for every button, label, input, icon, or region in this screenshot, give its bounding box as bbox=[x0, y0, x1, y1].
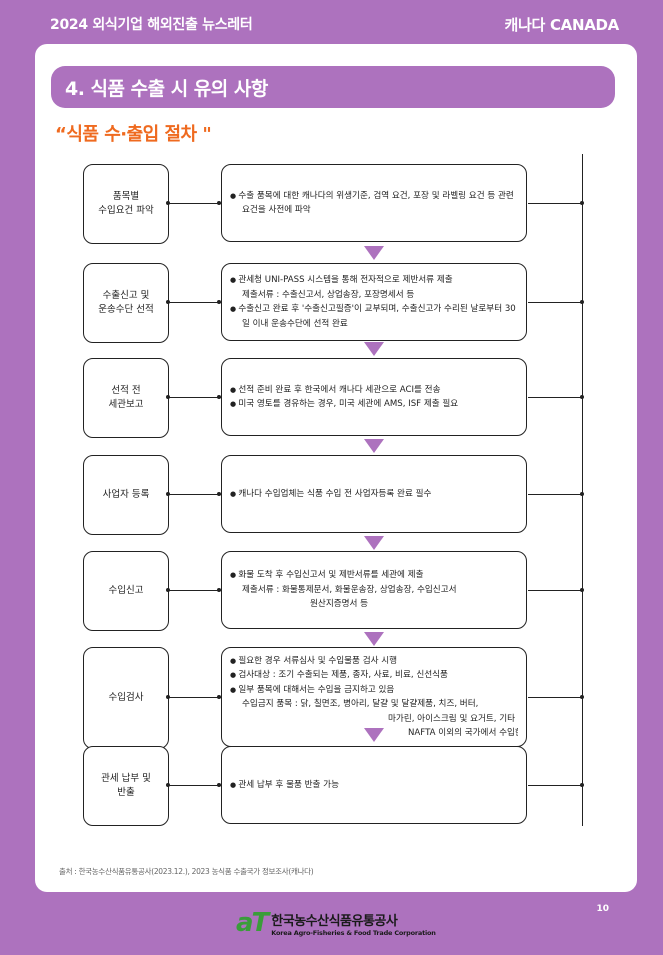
step-3-label: 선적 전 세관보고 bbox=[108, 385, 144, 410]
step-1-label-box: 품목별 수입요건 파악 bbox=[83, 164, 169, 244]
step-5-label-box: 수입신고 bbox=[83, 551, 169, 631]
step-2-line-1: 관세청 UNI-PASS 시스템을 통해 전자적으로 제반서류 제출 bbox=[230, 273, 518, 288]
step-7-connector bbox=[168, 785, 221, 786]
source-citation: 출처 : 한국농수산식품유통공사(2023.12.), 2023 농식품 수출국… bbox=[59, 867, 314, 876]
newsletter-title: 2024 외식기업 해외진출 뉴스레터 bbox=[50, 17, 253, 33]
arrow-down-icon bbox=[364, 536, 384, 550]
step-5-connector bbox=[168, 590, 221, 591]
arrow-down-icon bbox=[364, 439, 384, 453]
step-6-line-3: 일부 품목에 대해서는 수입을 금지하고 있음 bbox=[230, 683, 518, 698]
step-4-left-dot bbox=[166, 492, 170, 496]
step-5-right-dot bbox=[217, 588, 221, 592]
step-3-label-box: 선적 전 세관보고 bbox=[83, 358, 169, 438]
step-2-right-dot bbox=[217, 300, 221, 304]
step-6-line-dot bbox=[580, 695, 584, 699]
step-1-connector bbox=[168, 203, 221, 204]
step-4-label-box: 사업자 등록 bbox=[83, 455, 169, 535]
step-5-right-connector bbox=[528, 590, 582, 591]
step-4-line-dot bbox=[580, 492, 584, 496]
step-4-right-dot bbox=[217, 492, 221, 496]
flow-subtitle: “식품 수·출입 절차 " bbox=[55, 124, 212, 145]
step-1-label: 품목별 수입요건 파악 bbox=[98, 191, 154, 216]
step-3-line-1: 선적 준비 완료 후 한국에서 캐나다 세관으로 ACI를 전송 bbox=[230, 383, 518, 398]
step-3-line-dot bbox=[580, 395, 584, 399]
arrow-down-icon bbox=[364, 728, 384, 742]
step-7-right-dot bbox=[217, 783, 221, 787]
step-5-left-dot bbox=[166, 588, 170, 592]
step-6-line-2: 검사대상 : 조기 수출되는 제품, 종자, 사료, 비료, 신선식품 bbox=[230, 668, 518, 683]
step-6-right-dot bbox=[217, 695, 221, 699]
page-sheet: 4. 식품 수출 시 유의 사항 “식품 수·출입 절차 " 품목별 수입요건 … bbox=[35, 44, 637, 892]
step-6-label: 수입검사 bbox=[108, 692, 144, 703]
step-2-line-3: 수출신고 완료 후 '수출신고필증'이 교부되며, 수출신고가 수리된 날로부터… bbox=[230, 302, 518, 331]
arrow-down-icon bbox=[364, 246, 384, 260]
step-2-line-2: 제출서류 : 수출신고서, 상업송장, 포장명세서 등 bbox=[242, 289, 415, 300]
step-1-right-connector bbox=[528, 203, 582, 204]
step-7-detail-box: 관세 납부 후 물품 반출 가능 bbox=[221, 746, 527, 824]
step-5-detail-box: 화물 도착 후 수입신고서 및 제반서류를 세관에 제출 제출서류 : 화물통제… bbox=[221, 551, 527, 629]
step-5-line-1: 화물 도착 후 수입신고서 및 제반서류를 세관에 제출 bbox=[230, 568, 518, 583]
step-2-left-dot bbox=[166, 300, 170, 304]
step-3-right-connector bbox=[528, 397, 582, 398]
step-6-line-5: 마가린, 아이스크림 및 요거트, 기타 유제품 등과 bbox=[388, 713, 518, 724]
step-4-label: 사업자 등록 bbox=[102, 489, 150, 500]
step-3-connector bbox=[168, 397, 221, 398]
step-6-label-box: 수입검사 bbox=[83, 647, 169, 749]
step-2-connector bbox=[168, 302, 221, 303]
step-3-line-2: 미국 영토를 경유하는 경우, 미국 세관에 AMS, ISF 제출 필요 bbox=[230, 397, 518, 412]
step-1-line-1: 수출 품목에 대한 캐나다의 위생기준, 검역 요건, 포장 및 라벨링 요건 … bbox=[230, 189, 518, 218]
step-6-line-6: NAFTA 이외의 국가에서 수입한 소고기 bbox=[408, 728, 518, 738]
step-4-line-1: 캐나다 수입업체는 식품 수입 전 사업자등록 완료 필수 bbox=[230, 487, 518, 502]
page-number: 10 bbox=[596, 904, 609, 914]
country-title: 캐나다 CANADA bbox=[504, 16, 620, 34]
step-2-label-box: 수출신고 및 운송수단 선적 bbox=[83, 263, 169, 343]
step-3-detail-box: 선적 준비 완료 후 한국에서 캐나다 세관으로 ACI를 전송 미국 영토를 … bbox=[221, 358, 527, 436]
logo-name-english: Korea Agro-Fisheries & Food Trade Corpor… bbox=[271, 928, 436, 937]
step-4-detail-box: 캐나다 수입업체는 식품 수입 전 사업자등록 완료 필수 bbox=[221, 455, 527, 533]
at-logo-text: 한국농수산식품유통공사 Korea Agro-Fisheries & Food … bbox=[271, 910, 436, 937]
step-7-line-dot bbox=[580, 783, 584, 787]
step-1-line-dot bbox=[580, 201, 584, 205]
step-5-line-2: 제출서류 : 화물통제문서, 화물운송장, 상업송장, 수입신고서 bbox=[242, 584, 457, 595]
arrow-down-icon bbox=[364, 342, 384, 356]
step-7-label: 관세 납부 및 반출 bbox=[101, 773, 151, 798]
step-6-left-dot bbox=[166, 695, 170, 699]
step-1-detail-box: 수출 품목에 대한 캐나다의 위생기준, 검역 요건, 포장 및 라벨링 요건 … bbox=[221, 164, 527, 242]
step-7-line-1: 관세 납부 후 물품 반출 가능 bbox=[230, 778, 518, 793]
section-title-bar: 4. 식품 수출 시 유의 사항 bbox=[51, 66, 615, 108]
step-7-label-box: 관세 납부 및 반출 bbox=[83, 746, 169, 826]
step-3-right-dot bbox=[217, 395, 221, 399]
arrow-down-icon bbox=[364, 632, 384, 646]
step-6-connector bbox=[168, 697, 221, 698]
right-vertical-line bbox=[582, 154, 583, 826]
step-3-left-dot bbox=[166, 395, 170, 399]
step-4-right-connector bbox=[528, 494, 582, 495]
section-title: 4. 식품 수출 시 유의 사항 bbox=[65, 78, 268, 100]
step-4-connector bbox=[168, 494, 221, 495]
step-5-line-dot bbox=[580, 588, 584, 592]
logo-name-korean: 한국농수산식품유통공사 bbox=[271, 913, 398, 929]
step-6-right-connector bbox=[528, 697, 582, 698]
step-5-label: 수입신고 bbox=[108, 585, 144, 596]
step-1-left-dot bbox=[166, 201, 170, 205]
step-1-right-dot bbox=[217, 201, 221, 205]
step-6-line-4: 수입금지 품목 : 닭, 칠면조, 병아리, 달걀 및 달걀제품, 치즈, 버터… bbox=[242, 699, 479, 709]
step-6-line-1: 필요한 경우 서류심사 및 수입물품 검사 시행 bbox=[230, 654, 518, 669]
at-logo: aT 한국농수산식품유통공사 Korea Agro-Fisheries & Fo… bbox=[236, 908, 436, 938]
step-5-line-3: 원산지증명서 등 bbox=[310, 599, 369, 610]
step-7-right-connector bbox=[528, 785, 582, 786]
step-2-label: 수출신고 및 운송수단 선적 bbox=[98, 290, 154, 315]
step-7-left-dot bbox=[166, 783, 170, 787]
step-2-right-connector bbox=[528, 302, 582, 303]
step-2-line-dot bbox=[580, 300, 584, 304]
at-logo-mark: aT bbox=[236, 908, 269, 938]
step-2-detail-box: 관세청 UNI-PASS 시스템을 통해 전자적으로 제반서류 제출 제출서류 … bbox=[221, 263, 527, 341]
